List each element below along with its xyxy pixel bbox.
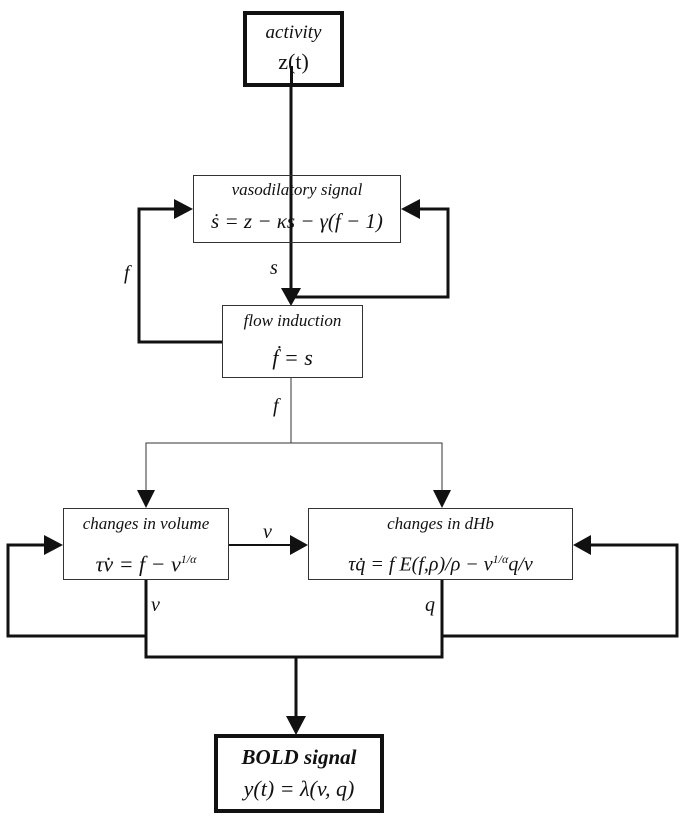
node-activity-equation: z(t)	[278, 49, 309, 74]
node-dhb-equation: τq̇ = f E(f,ρ)/ρ − v1/αq/v	[309, 546, 572, 578]
edge-split	[145, 442, 443, 490]
edge-label-f-out: f	[273, 395, 279, 417]
node-activity: activity z(t)	[243, 11, 344, 87]
node-volume-equation: τv̇ = f − v1/α	[64, 546, 228, 577]
node-volume-equation-main: τv̇ = f − v	[95, 551, 181, 577]
node-volume-equation-exponent: 1/α	[180, 552, 197, 566]
edge-label-q-out: q	[425, 594, 435, 616]
node-vasodilatory-title: vasodilatory signal	[231, 180, 363, 199]
node-activity-title: activity	[265, 22, 322, 43]
node-flow-induction: flow induction ḟ = s	[222, 305, 363, 378]
node-changes-in-volume: changes in volume τv̇ = f − v1/α	[63, 508, 229, 580]
arrowhead-volume-left	[44, 535, 63, 555]
arrowhead-vasodilatory-right	[401, 199, 420, 219]
arrowhead-vasodilatory-left	[174, 199, 193, 219]
node-bold-title: BOLD signal	[241, 745, 357, 769]
node-flow-equation: ḟ = s	[272, 345, 313, 370]
activity-output-stub	[290, 66, 293, 86]
edge-label-s: s	[270, 257, 278, 279]
edge-label-v-to-dhb: v	[263, 521, 272, 543]
edge-feedback-right-vasodilatory	[291, 207, 450, 299]
edge-dhb-feedback	[440, 543, 679, 638]
arrowhead-volume-top	[137, 490, 155, 508]
node-bold-signal: BOLD signal y(t) = λ(v, q)	[214, 734, 384, 813]
arrowhead-dhb-top	[433, 490, 451, 508]
edge-label-f-feedback: f	[124, 262, 130, 284]
edge-label-v-out: v	[151, 594, 160, 616]
arrowhead-dhb-left	[290, 535, 308, 555]
node-changes-in-dhb: changes in dHb τq̇ = f E(f,ρ)/ρ − v1/αq/…	[308, 508, 573, 580]
edge-feedback-f-vasodilatory	[137, 207, 222, 344]
node-vasodilatory-equation: ṡ = z − κs − γ(f − 1)	[211, 209, 383, 233]
node-dhb-equation-tail: q/v	[508, 553, 533, 576]
node-flow-title: flow induction	[243, 311, 342, 330]
node-dhb-title: changes in dHb	[387, 514, 494, 533]
node-bold-equation: y(t) = λ(v, q)	[243, 776, 355, 801]
node-volume-title: changes in volume	[82, 514, 210, 533]
node-dhb-equation-main: τq̇ = f E(f,ρ)/ρ − v	[348, 553, 493, 576]
edge-collector	[144, 636, 444, 659]
arrowhead-dhb-right	[573, 535, 591, 555]
node-vasodilatory-signal: vasodilatory signal ṡ = z − κs − γ(f − 1…	[193, 175, 401, 243]
node-dhb-equation-exponent: 1/α	[492, 552, 509, 566]
arrowhead-bold-top	[286, 716, 306, 735]
edge-volume-feedback	[6, 543, 148, 638]
